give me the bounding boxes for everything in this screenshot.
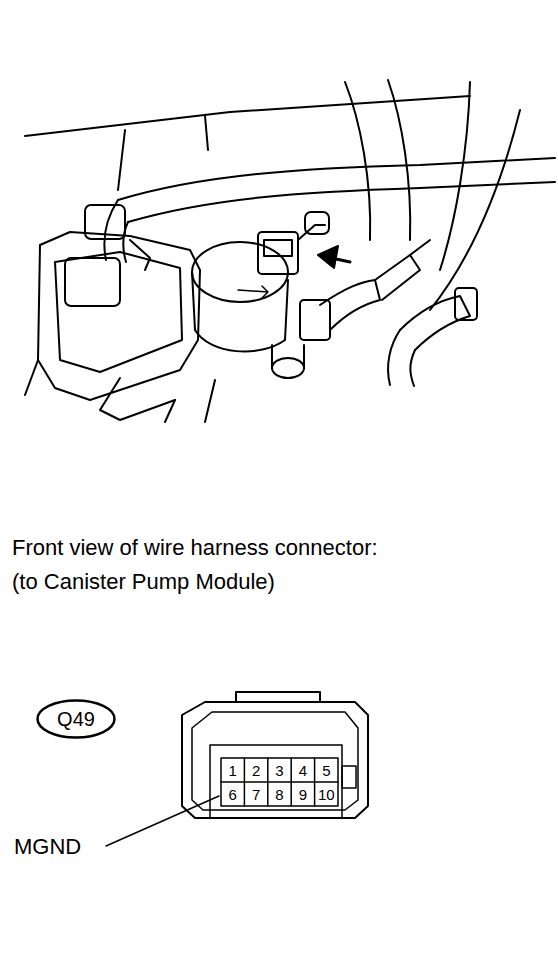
body-panel-edge <box>440 82 470 270</box>
hose-fitting <box>65 258 120 306</box>
pin-number: 4 <box>299 763 307 778</box>
connector-latch <box>236 692 320 702</box>
hose <box>118 158 555 200</box>
wire-harness-connector <box>264 240 292 256</box>
canister-housing <box>55 252 182 372</box>
wire-harness <box>298 225 325 240</box>
connector-code: Q49 <box>57 709 95 729</box>
signal-name: MGND <box>14 836 81 858</box>
connector-code-oval: Q49 <box>36 699 116 739</box>
pin-number: 2 <box>252 763 260 778</box>
pin-number: 7 <box>252 787 260 802</box>
hose <box>400 296 470 350</box>
pin-number: 9 <box>299 787 307 802</box>
body-panel-edge <box>205 116 208 150</box>
hose-clamp <box>455 288 477 320</box>
pin-number: 10 <box>318 787 335 802</box>
outlet-nipple <box>300 300 330 340</box>
hose <box>320 280 380 330</box>
body-panel-edge <box>388 80 410 240</box>
body-panel-edge <box>430 110 520 310</box>
outlet-nipple <box>272 345 304 368</box>
pointer-arrow <box>318 246 338 268</box>
hose <box>410 240 430 255</box>
leader-line <box>165 400 175 422</box>
wire-harness-connector <box>258 232 298 274</box>
pump-module <box>192 272 288 351</box>
pin-number: 1 <box>229 763 237 778</box>
pin-number: 5 <box>322 763 330 778</box>
body-panel-edge <box>25 96 470 136</box>
body-panel-edge <box>345 82 370 240</box>
outlet-nipple <box>272 358 304 378</box>
connector-cavity <box>210 745 342 818</box>
hose-clamp <box>85 205 125 239</box>
body-panel-edge <box>118 130 125 190</box>
flow-arrow <box>238 286 268 298</box>
pin-number: 3 <box>275 763 283 778</box>
hose-fitting <box>130 240 150 270</box>
leader-line <box>25 360 38 395</box>
connector-key <box>342 766 356 788</box>
leader-line <box>205 380 215 422</box>
hose <box>128 182 555 222</box>
hose <box>388 330 415 386</box>
leader-line <box>106 796 219 846</box>
hose <box>375 255 420 300</box>
connector-housing <box>192 712 358 810</box>
canister-housing <box>100 378 175 420</box>
canister-housing <box>38 232 200 400</box>
pin-number: 6 <box>229 787 237 802</box>
wire-harness <box>305 212 329 234</box>
pump-module <box>192 242 288 302</box>
pin-grid <box>221 758 338 806</box>
note-text: (to Canister Pump Module) <box>12 571 275 593</box>
pin-number: 8 <box>275 787 283 802</box>
note-text: Front view of wire harness connector: <box>12 537 378 559</box>
